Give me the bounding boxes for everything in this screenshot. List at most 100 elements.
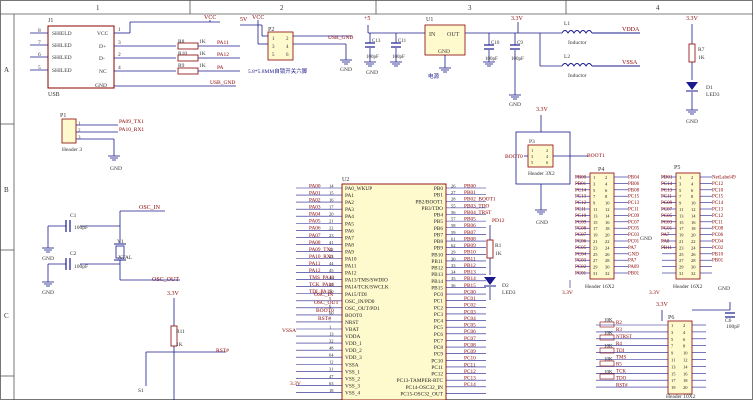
mcu-pin-label: PC15-OSC32_OUT	[400, 391, 443, 397]
header-net: PD01	[661, 176, 673, 181]
switch-pin: 6	[286, 53, 289, 58]
mcu-pin-label: PA0_WKUP	[345, 186, 372, 192]
jtag-net: NTRST	[616, 335, 632, 340]
resistor-value: 10K	[604, 371, 613, 376]
header-pin: 20	[605, 233, 610, 238]
header-pin: 4	[683, 330, 686, 335]
mcu-pin-label: VDD_2	[345, 348, 362, 354]
header-net: PB08	[628, 188, 640, 193]
mcu-pin-label: PA9	[345, 249, 354, 255]
microcontroller[interactable]: U2 PA0_WKUP14PA00PA115PA01PA216PA02PA317…	[296, 177, 496, 400]
header-pin: 5	[531, 160, 534, 165]
mcu-pin-net: PA02	[309, 198, 321, 204]
power-led[interactable]: 3.3V R7 1K D1 LED3 GND	[686, 16, 720, 125]
mcu-pin-label: PA8	[345, 242, 354, 248]
resistor-value: 10K	[604, 345, 613, 350]
gnd-label: GND	[42, 256, 54, 262]
mcu-pin-num: 14	[329, 183, 334, 188]
header-pin: 3	[679, 181, 682, 186]
mcu-pin-num: 1	[329, 324, 331, 329]
power-switch[interactable]: 5V VCC P2 1 3 5 2 4 6 5.8*5.8MM自锁开关六脚	[240, 15, 352, 75]
header-pin: 5	[671, 337, 674, 342]
mcu-pin-net: PB09	[464, 243, 476, 249]
mcu-pin-num: 28	[451, 197, 456, 202]
mcu-pin-num: 33	[451, 263, 456, 268]
mcu-pin-label: PB3/TDO	[422, 206, 444, 212]
mcu-pin-net: PC08	[464, 342, 476, 348]
mcu-pin-net: PC06	[464, 329, 476, 335]
usb-pin-num: 3	[118, 40, 121, 46]
mcu-pin-num: 44	[329, 261, 334, 266]
jtag-resistor	[599, 360, 615, 367]
header-pin: 4	[691, 181, 694, 186]
mcu-pin-net: PB06	[464, 223, 476, 229]
header-pin: 6	[605, 188, 608, 193]
inductors[interactable]: L1 Inductor L2 Inductor VDDA VSSA	[561, 21, 640, 79]
reset-circuit[interactable]: 3.3V R11 1K RST# S1	[138, 291, 229, 400]
header-pin: 1	[671, 323, 673, 328]
header-pin: 25	[593, 252, 598, 257]
usb-resistors[interactable]: R8 1K R10 1K R9 1K PA11 PA12 PA	[177, 39, 240, 75]
mcu-pin-net: PC07	[464, 336, 476, 342]
mcu-pin-num: 30	[451, 256, 456, 261]
mcu-pin-net: PB04_TRST	[464, 210, 492, 216]
header-net: PA8	[661, 240, 670, 245]
header-pin: 8	[683, 344, 686, 349]
crystal-oscillator[interactable]: OSC_IN OSC_OUT C1 100pF C2 100pF Y1	[42, 205, 180, 296]
header-net: PC04	[575, 252, 587, 257]
header-pin: 2	[546, 148, 548, 153]
voltage-regulator[interactable]: +5 U1 IN OUT GND 电源	[364, 16, 562, 95]
jtag-net: TMS	[616, 356, 627, 361]
mcu-pin-label: PA7	[345, 235, 354, 241]
header-net: PC08	[575, 227, 587, 232]
mcu-pin-num: 16	[329, 198, 334, 203]
usb-pin-label: VCC	[97, 31, 109, 37]
switch-ref: S1	[138, 388, 144, 394]
serial-header[interactable]: P1 Header 3 1 2 3 PA09_TX1 PA10_RX1 GND	[60, 113, 144, 172]
header-name: Header 3X2	[528, 171, 555, 177]
header-pin: 9	[593, 201, 596, 206]
header-pin: 20	[683, 385, 688, 390]
resistor-ref: R7	[698, 47, 705, 53]
mcu-pin-label: PC12	[431, 372, 443, 378]
mcu-pin-label: PB2/BOOT1	[415, 199, 443, 205]
status-led[interactable]: R1 1K D2 LED3	[484, 225, 516, 300]
mcu-pin-net: PC12	[464, 369, 476, 375]
usb-connector[interactable]: J1 USB 8 7 6 5 SHIELD SHILED SHILED SHIL…	[30, 18, 236, 98]
header-name: Header 3	[62, 147, 82, 153]
header-pin: 2	[605, 175, 607, 180]
header-pin: 5	[679, 188, 682, 193]
mcu-pin-num: 62	[451, 243, 456, 248]
mcu-pin-net: PA08	[309, 240, 321, 246]
usb-pin-num: 7	[38, 40, 41, 46]
cap-ref: C11	[398, 39, 407, 44]
usb-pin-label: D+	[99, 44, 106, 50]
header-pin: 29	[593, 265, 598, 270]
resistor-ref: R9	[178, 63, 185, 69]
mcu-pin-label: NRST	[345, 320, 359, 326]
header-pin: 8	[605, 194, 608, 199]
header-pin: 24	[691, 245, 696, 250]
header-pin: 30	[605, 265, 610, 270]
usb-pin-num: 6	[38, 52, 41, 58]
header-pin: 32	[691, 271, 696, 276]
gnd-label: GND	[718, 286, 730, 292]
boot-header[interactable]: 3.3V P3 Header 3X2 1 3 5 2 4 6 BOOT0 BOO…	[505, 107, 605, 226]
led-ref: D2	[502, 283, 509, 289]
mcu-pin-net: PA04	[309, 212, 321, 218]
header-pin: 28	[605, 258, 610, 263]
crystal-value: XTAL	[118, 255, 133, 261]
header-net: PC14	[712, 201, 724, 206]
cap-value: 100pF	[485, 57, 498, 62]
inductor-ref: L1	[564, 21, 570, 27]
mcu-pin-label: BOOT0	[345, 313, 362, 319]
header-net: PC11	[712, 220, 723, 225]
mcu-pin-net: PC13	[464, 376, 476, 382]
header-pin: 24	[605, 245, 610, 250]
mcu-pin-num: 17	[329, 205, 334, 210]
row-label: A	[4, 66, 9, 74]
